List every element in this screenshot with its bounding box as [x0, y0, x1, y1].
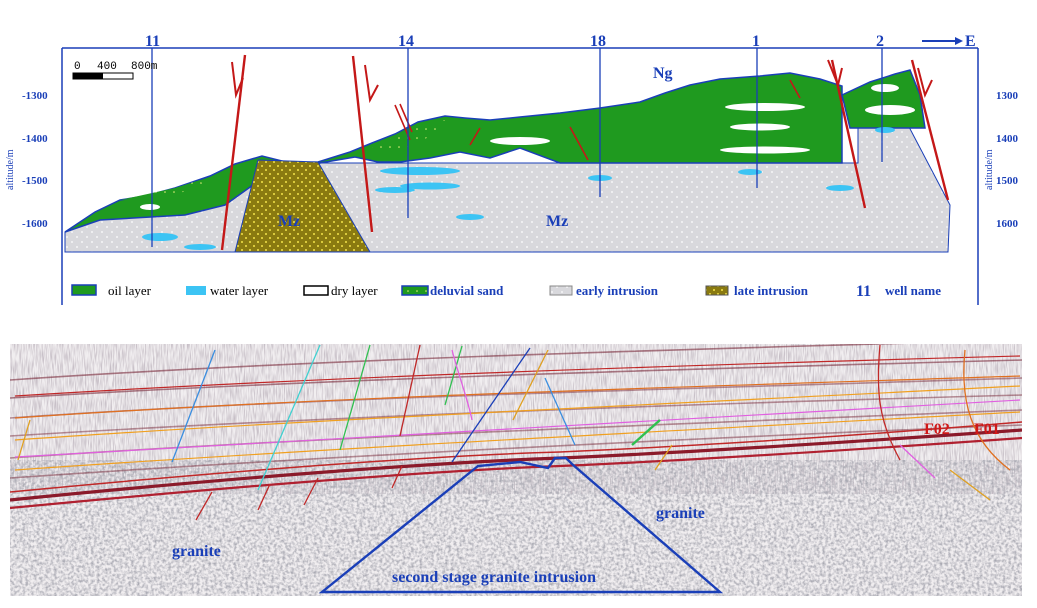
seismic-label-granite-left: granite — [172, 543, 221, 560]
legend-swatch-water — [186, 286, 206, 295]
axis-title-left: altitude/m — [5, 149, 16, 190]
legend-early: early intrusion — [576, 283, 659, 298]
svg-text:1300: 1300 — [996, 90, 1019, 102]
svg-text:-1500: -1500 — [22, 175, 48, 187]
dry-layers — [140, 84, 915, 210]
scale-bar: 0 400 800m — [72, 61, 158, 80]
svg-text:1400: 1400 — [996, 133, 1019, 145]
legend-swatch-dry — [303, 285, 329, 296]
oil-layer-east-block — [841, 69, 926, 129]
legend-swatch-late — [705, 285, 729, 296]
legend-well-name: well name — [885, 283, 941, 298]
deluvial-sand-west — [120, 180, 205, 200]
unit-label-ng: Ng — [653, 65, 673, 82]
direction-arrow-icon — [922, 37, 963, 45]
major-faults — [220, 54, 950, 251]
water-layers — [142, 127, 895, 250]
well-label-18: 18 — [590, 33, 606, 50]
fault-arrows — [231, 59, 933, 104]
left-axis-ticks: -1300 -1400 -1500 -1600 — [22, 90, 48, 230]
well-label-2: 2 — [876, 33, 884, 50]
fault-label-f01: F01 — [974, 421, 1000, 438]
legend-late: late intrusion — [734, 283, 809, 298]
scale-tick-400: 400 — [97, 61, 117, 73]
scale-tick-800: 800m — [131, 61, 158, 73]
fault-label-f02: F02 — [924, 421, 950, 438]
legend: oil layer water layer dry layer deluvial… — [71, 283, 941, 300]
legend-dry: dry layer — [331, 283, 378, 298]
direction-label: E — [965, 33, 976, 50]
svg-text:-1400: -1400 — [22, 133, 48, 145]
unit-label-mz-right: Mz — [546, 213, 568, 230]
seismic-fault-picks — [17, 344, 1011, 521]
legend-water: water layer — [210, 283, 269, 298]
svg-text:-1300: -1300 — [22, 90, 48, 102]
svg-text:1600: 1600 — [996, 218, 1019, 230]
legend-well-sample: 11 — [856, 283, 871, 300]
well-label-11: 11 — [145, 33, 160, 50]
late-intrusion-body — [234, 159, 371, 253]
axis-title-right: altitude/m — [984, 149, 995, 190]
seismic-label-intrusion: second stage granite intrusion — [392, 569, 596, 586]
legend-deluvial: deluvial sand — [430, 283, 504, 298]
legend-swatch-early — [549, 285, 573, 296]
seismic-label-granite-right: granite — [656, 505, 705, 522]
legend-swatch-oil — [71, 284, 97, 296]
well-label-14: 14 — [398, 33, 414, 50]
well-label-1: 1 — [752, 33, 760, 50]
seismic-section: granite granite second stage granite int… — [10, 344, 1022, 596]
scale-tick-0: 0 — [74, 61, 81, 73]
well-lines — [151, 48, 883, 247]
legend-oil: oil layer — [108, 283, 152, 298]
cross-section: 11 14 18 1 2 E 0 400 800m Ng Mz Mz altit… — [5, 33, 1019, 305]
svg-text:1500: 1500 — [996, 175, 1019, 187]
right-axis-ticks: 1300 1400 1500 1600 — [996, 90, 1019, 230]
oil-layer-main — [64, 72, 843, 233]
unit-label-mz-left: Mz — [278, 213, 300, 230]
intrusion-outline — [318, 456, 724, 594]
svg-text:-1600: -1600 — [22, 218, 48, 230]
legend-swatch-deluvial — [401, 285, 429, 296]
